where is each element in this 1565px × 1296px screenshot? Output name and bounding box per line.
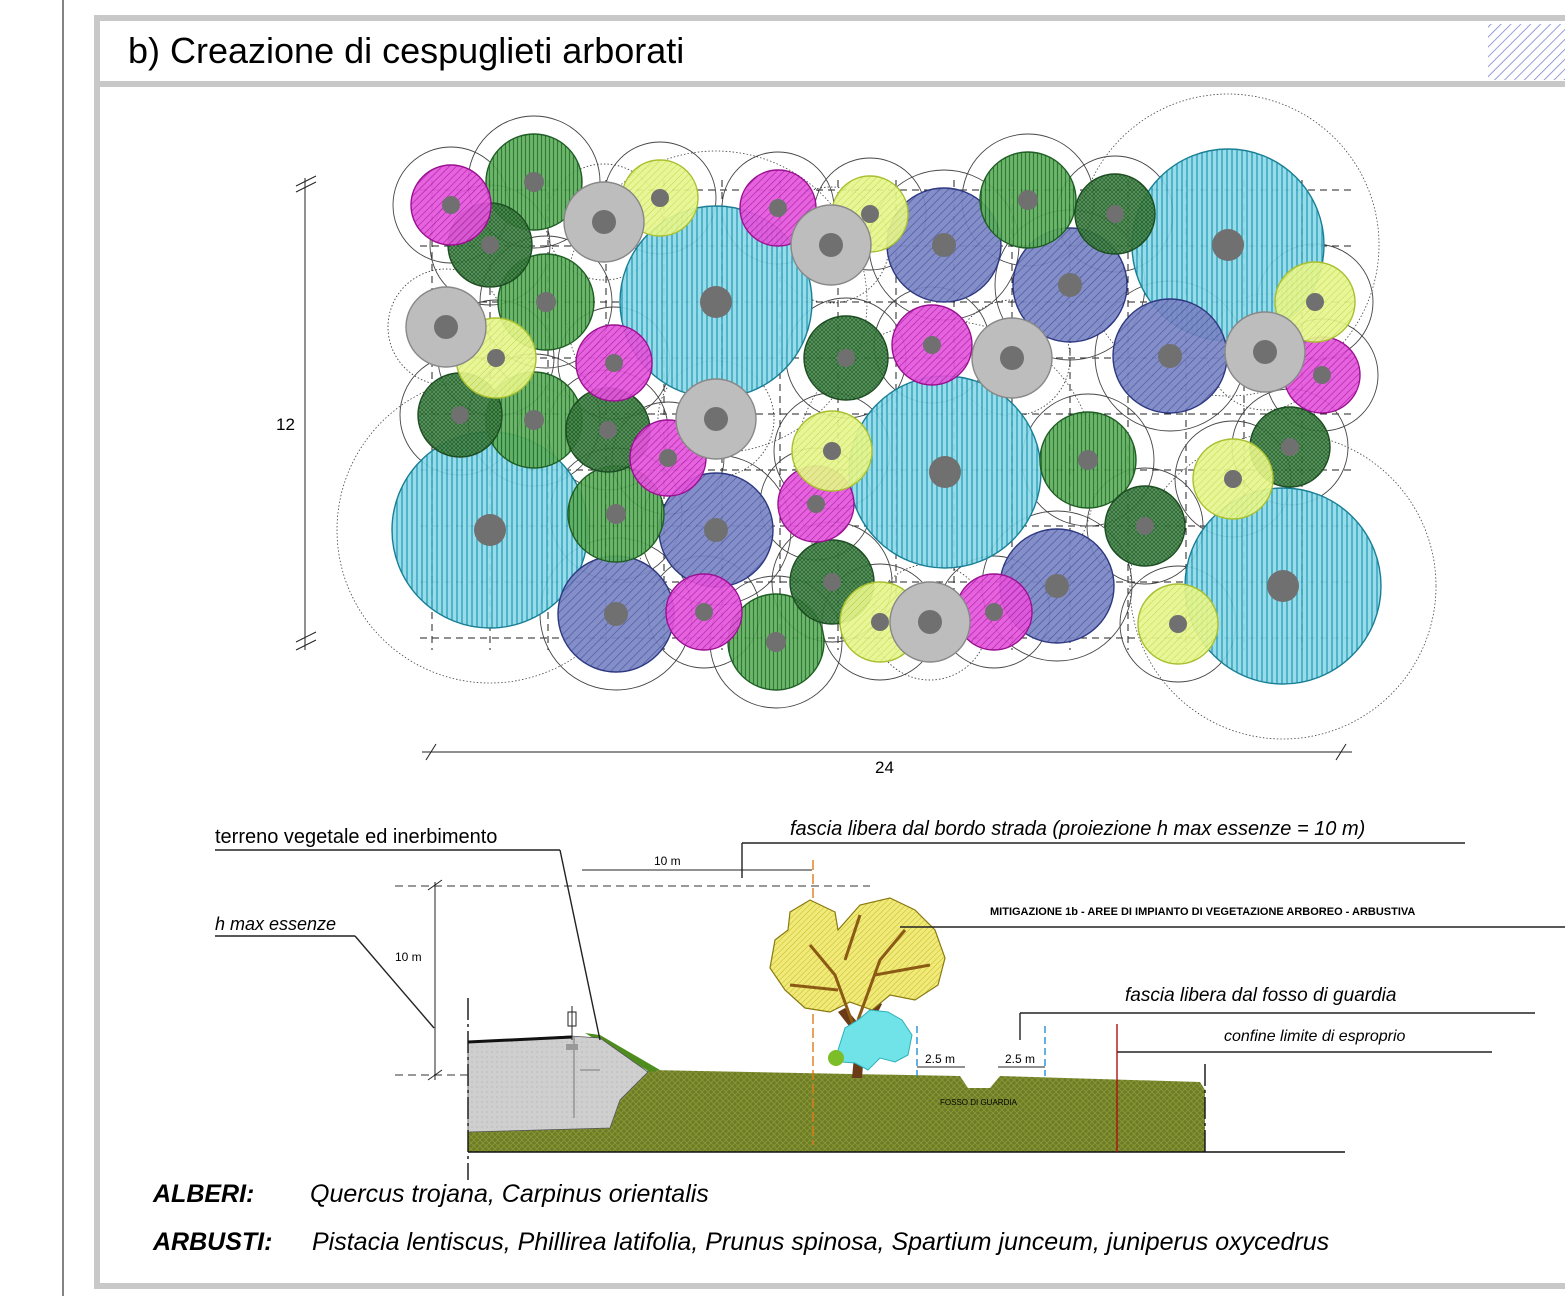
trees-list: Quercus trojana, Carpinus orientalis — [310, 1180, 709, 1208]
tree-canopy — [769, 897, 946, 1013]
plant-shrub-lime — [1192, 438, 1274, 520]
plant-shrub-green — [497, 253, 595, 351]
dim-25-a-label: 2.5 m — [925, 1052, 956, 1066]
guardrail — [566, 1044, 578, 1050]
ditch-strip-label: fascia libera dal fosso di guardia — [1125, 985, 1397, 1006]
shrubs-list: Pistacia lentiscus, Phillirea latifolia,… — [312, 1228, 1330, 1256]
plant-shrub-grey — [563, 181, 645, 263]
plant-shrub-grey — [675, 378, 757, 460]
plant-large-tree — [1184, 487, 1382, 685]
road-strip-label: fascia libera dal bordo strada (proiezio… — [790, 818, 1366, 840]
road-sign — [567, 1011, 577, 1027]
plant-large-tree — [848, 375, 1042, 569]
road-layers — [573, 1037, 600, 1118]
soil-section — [468, 1070, 1205, 1152]
plant-shrub-green — [979, 151, 1077, 249]
mitigation-label: MITIGAZIONE 1b - AREE DI IMPIANTO DI VEG… — [990, 906, 1416, 918]
crown-outline — [1129, 432, 1437, 740]
ditch-label: FOSSO DI GUARDIA — [940, 1098, 1017, 1107]
crown-outline — [1086, 467, 1204, 585]
dimension-vertical — [295, 175, 317, 651]
road-body — [467, 1035, 649, 1133]
crown-outline — [1076, 93, 1380, 397]
plant-shrub-lime — [1137, 583, 1219, 665]
plant-shrub-magenta — [410, 164, 492, 246]
plant-shrub-grey — [971, 317, 1053, 399]
plan-width-label: 24 — [875, 758, 894, 777]
plant-shrub-green — [485, 133, 583, 231]
plant-tree — [1112, 298, 1228, 414]
plant-shrub-magenta — [575, 324, 653, 402]
plant-shrub-lime — [1274, 261, 1356, 343]
outer-frame — [94, 15, 1565, 1289]
dimension-horizontal — [422, 743, 1352, 761]
plant-tree — [1012, 227, 1128, 343]
plan-height-label: 12 — [276, 415, 295, 434]
page-title: b) Creazione di cespuglieti arborati — [128, 30, 685, 71]
dim-10m-horizontal-label: 10 m — [654, 854, 681, 868]
plant-shrub-grey — [889, 581, 971, 663]
plant-shrub-grey — [790, 204, 872, 286]
plant-tree — [557, 555, 675, 673]
tree-branches — [789, 914, 931, 1031]
road-surface — [467, 1035, 573, 1044]
plant-shrub-green — [567, 465, 665, 563]
hmax-label: h max essenze — [215, 914, 337, 934]
plant-shrub-dark — [1074, 173, 1156, 255]
plant-shrub-lime — [791, 410, 873, 492]
plant-shrub-magenta — [891, 304, 973, 386]
dim-25-b-label: 2.5 m — [1005, 1052, 1036, 1066]
corner-hatch — [1488, 24, 1565, 80]
plant-shrub-grey — [1224, 311, 1306, 393]
plant-shrub-dark — [803, 315, 889, 401]
boundary-label: confine limite di esproprio — [1224, 1028, 1406, 1045]
plant-shrub-green — [1039, 411, 1137, 509]
plant-shrub-dark — [1104, 485, 1186, 567]
dim-10m-vertical-label: 10 m — [395, 950, 422, 964]
plant-symbols — [391, 133, 1382, 691]
trees-heading: ALBERI: — [153, 1180, 255, 1208]
shrubs-heading: ARBUSTI: — [153, 1228, 273, 1256]
plant-large-tree — [619, 205, 813, 399]
plant-tree — [886, 187, 1002, 303]
crown-outline — [953, 299, 1071, 417]
plant-shrub-magenta — [665, 573, 743, 651]
crown-outline — [657, 360, 775, 478]
shrub-small — [828, 1050, 844, 1066]
plant-shrub-grey — [405, 286, 487, 368]
soil-label: terreno vegetale ed inerbimento — [215, 826, 498, 848]
shrub-cyan — [837, 1009, 913, 1071]
plant-shrub-green — [727, 593, 825, 691]
